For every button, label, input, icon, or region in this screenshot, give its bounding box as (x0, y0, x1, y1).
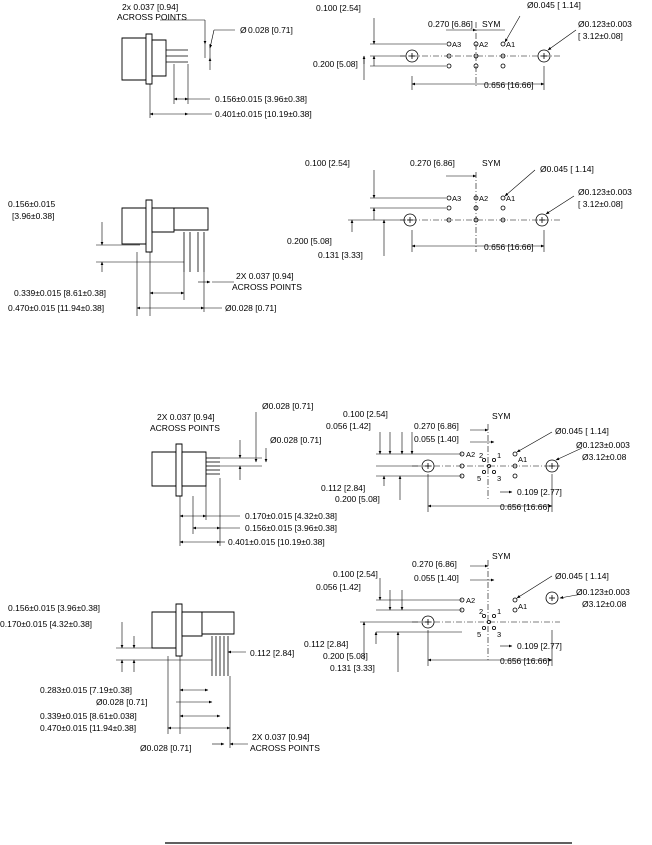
v3-pcb-row-a: 0.112 [2.84] (321, 483, 365, 493)
v2-dim-a-2: [3.96±0.38] (12, 211, 54, 221)
v4-pin-label-3: 3 (497, 630, 501, 639)
view4-side: 0.156±0.015 [3.96±0.38] 0.170±0.015 [4.3… (0, 603, 320, 753)
v3-pin-dia-2: Ø0.028 [0.71] (270, 435, 322, 445)
v2-pin-label-a2: A2 (479, 194, 488, 203)
v2-pcb-sym-offset: 0.270 [6.86] (410, 158, 455, 168)
v3-pin-label-a1: A1 (518, 455, 527, 464)
v2-across-points: ACROSS POINTS (232, 282, 302, 292)
v3-pcb-mount-span: 0.656 [16.66] (500, 502, 550, 512)
v4-pin-label-a1: A1 (518, 602, 527, 611)
v4-pcb-hole-dia: Ø0.045 [ 1.14] (555, 571, 609, 581)
v4-pin-dia: Ø0.028 [0.71] (96, 697, 148, 707)
v2-pcb-pitch: 0.100 [2.54] (305, 158, 350, 168)
v3-pcb-pitch2: 0.056 [1.42] (326, 421, 371, 431)
v4-pcb-mount-span: 0.656 [16.66] (500, 656, 550, 666)
v1-pin-label-a3: A3 (452, 40, 461, 49)
view1-pcb: 0.100 [2.54] 0.270 [6.86] SYM Ø0.045 [ 1… (313, 0, 632, 90)
v1-pcb-mount-dia-1: Ø0.123±0.003 (578, 19, 632, 29)
v4-pin-label-5: 5 (477, 630, 481, 639)
v2-pcb-row-offset2: 0.131 [3.33] (318, 250, 363, 260)
v4-dim-pin: 0.112 [2.84] (250, 648, 294, 658)
view3-side: 2X 0.037 [0.94] ACROSS POINTS Ø0.028 [0.… (150, 401, 337, 547)
view2-side: 0.156±0.015 [3.96±0.38] 2X 0.037 [0.94] … (8, 199, 302, 316)
view4-pcb: 0.270 [6.86] SYM 0.100 [2.54] 0.055 [1.4… (304, 551, 630, 673)
v2-pin-dia: Ø0.028 [0.71] (225, 303, 277, 313)
view3-pcb: 0.100 [2.54] 0.056 [1.42] 0.270 [6.86] S… (321, 409, 630, 512)
v3-pcb-right: 0.109 [2.77] (517, 487, 562, 497)
v2-dim-a-1: 0.156±0.015 (8, 199, 55, 209)
v1-pcb-hole-dia: Ø0.045 [ 1.14] (527, 0, 581, 10)
v2-pin-label-a3: A3 (452, 194, 461, 203)
v3-dim-c: 0.401±0.015 [10.19±0.38] (228, 537, 325, 547)
v3-pcb-sym-offset: 0.270 [6.86] (414, 421, 459, 431)
view1-side: 2x 0.037 [0.94] ACROSS POINTS Ø 0.028 [0… (117, 2, 312, 119)
v1-pcb-sym-offset: 0.270 [6.86] (428, 19, 473, 29)
v2-pcb-row-offset: 0.200 [5.08] (287, 236, 332, 246)
v3-pcb-pitch: 0.100 [2.54] (343, 409, 388, 419)
v4-pin-label-2: 2 (479, 607, 483, 616)
v4-pcb-mount-dia-2: Ø3.12±0.08 (582, 599, 627, 609)
v1-across-points: ACROSS POINTS (117, 12, 187, 22)
v2-dim-c: 0.470±0.015 [11.94±0.38] (8, 303, 104, 313)
v1-diameter-symbol: Ø (240, 25, 247, 35)
v4-pcb-pitch2: 0.056 [1.42] (316, 582, 361, 592)
v3-pin-label-1: 1 (497, 451, 501, 460)
v3-pcb-row-b: 0.200 [5.08] (335, 494, 380, 504)
v2-pcb-mount-dia-1: Ø0.123±0.003 (578, 187, 632, 197)
v1-pin-label-a1: A1 (506, 40, 515, 49)
v1-pcb-csym: SYM (482, 19, 500, 29)
v4-across-points: ACROSS POINTS (250, 743, 320, 753)
v4-pcb-sym-offset: 0.270 [6.86] (412, 559, 457, 569)
v4-pcb-row-b: 0.200 [5.08] (323, 651, 368, 661)
v4-dim-c: 0.283±0.015 [7.19±0.38] (40, 685, 132, 695)
v4-dim-e: 0.470±0.015 [11.94±0.38] (40, 723, 136, 733)
v3-pins-across: 2X 0.037 [0.94] (157, 412, 215, 422)
v4-pins-across: 2X 0.037 [0.94] (252, 732, 310, 742)
v2-dim-b: 0.339±0.015 [8.61±0.38] (14, 288, 106, 298)
v4-pcb-row-c: 0.131 [3.33] (330, 663, 375, 673)
v1-dim-a: 0.156±0.015 [3.96±0.38] (215, 94, 307, 104)
v2-pcb-mount-dia-2: [ 3.12±0.08] (578, 199, 623, 209)
v2-pcb-hole-dia: Ø0.045 [ 1.14] (540, 164, 594, 174)
v4-pin-dia-2: Ø0.028 [0.71] (140, 743, 192, 753)
v3-pcb-csym: SYM (492, 411, 510, 421)
v1-pin-label-a2: A2 (479, 40, 488, 49)
v4-pcb-row-a: 0.112 [2.84] (304, 639, 348, 649)
v4-pcb-pitch: 0.100 [2.54] (333, 569, 378, 579)
v3-pcb-hole-dia: Ø0.045 [ 1.14] (555, 426, 609, 436)
v4-pin-label-1: 1 (497, 607, 501, 616)
v3-dim-a: 0.170±0.015 [4.32±0.38] (245, 511, 337, 521)
v4-pin-label-a2: A2 (466, 596, 475, 605)
v4-dim-d: 0.339±0.015 [8.61±0.038] (40, 711, 137, 721)
v3-across-points: ACROSS POINTS (150, 423, 220, 433)
view2-pcb: 0.100 [2.54] 0.270 [6.86] SYM Ø0.045 [ 1… (287, 158, 632, 260)
v2-pcb-csym: SYM (482, 158, 500, 168)
v4-dim-b: 0.170±0.015 [4.32±0.38] (0, 619, 92, 629)
v3-pcb-inner: 0.055 [1.40] (414, 434, 459, 444)
v3-pcb-mount-dia-2: Ø3.12±0.08 (582, 452, 627, 462)
v4-pcb-right: 0.109 [2.77] (517, 641, 562, 651)
v1-pins-across: 2x 0.037 [0.94] (122, 2, 178, 12)
v3-pcb-mount-dia-1: Ø0.123±0.003 (576, 440, 630, 450)
v3-pin-label-a2: A2 (466, 450, 475, 459)
v3-pin-dia-1: Ø0.028 [0.71] (262, 401, 314, 411)
v4-pcb-csym: SYM (492, 551, 510, 561)
v2-pin-label-a1: A1 (506, 194, 515, 203)
v1-dim-b: 0.401±0.015 [10.19±0.38] (215, 109, 312, 119)
v1-pcb-mount-span: 0.656 [16.66] (484, 80, 534, 90)
v1-pin-dia: 0.028 [0.71] (248, 25, 293, 35)
v3-pin-label-3: 3 (497, 474, 501, 483)
v3-pin-label-2: 2 (479, 451, 483, 460)
v1-pcb-pitch: 0.100 [2.54] (316, 3, 361, 13)
v2-pins-across: 2X 0.037 [0.94] (236, 271, 294, 281)
v3-dim-b: 0.156±0.015 [3.96±0.38] (245, 523, 337, 533)
v4-dim-a: 0.156±0.015 [3.96±0.38] (8, 603, 100, 613)
v2-pcb-mount-span: 0.656 [16.66] (484, 242, 534, 252)
v1-pcb-row-offset: 0.200 [5.08] (313, 59, 358, 69)
v4-pcb-mount-dia-1: Ø0.123±0.003 (576, 587, 630, 597)
v3-pin-label-5: 5 (477, 474, 481, 483)
v4-pcb-inner: 0.055 [1.40] (414, 573, 459, 583)
v1-pcb-mount-dia-2: [ 3.12±0.08] (578, 31, 623, 41)
